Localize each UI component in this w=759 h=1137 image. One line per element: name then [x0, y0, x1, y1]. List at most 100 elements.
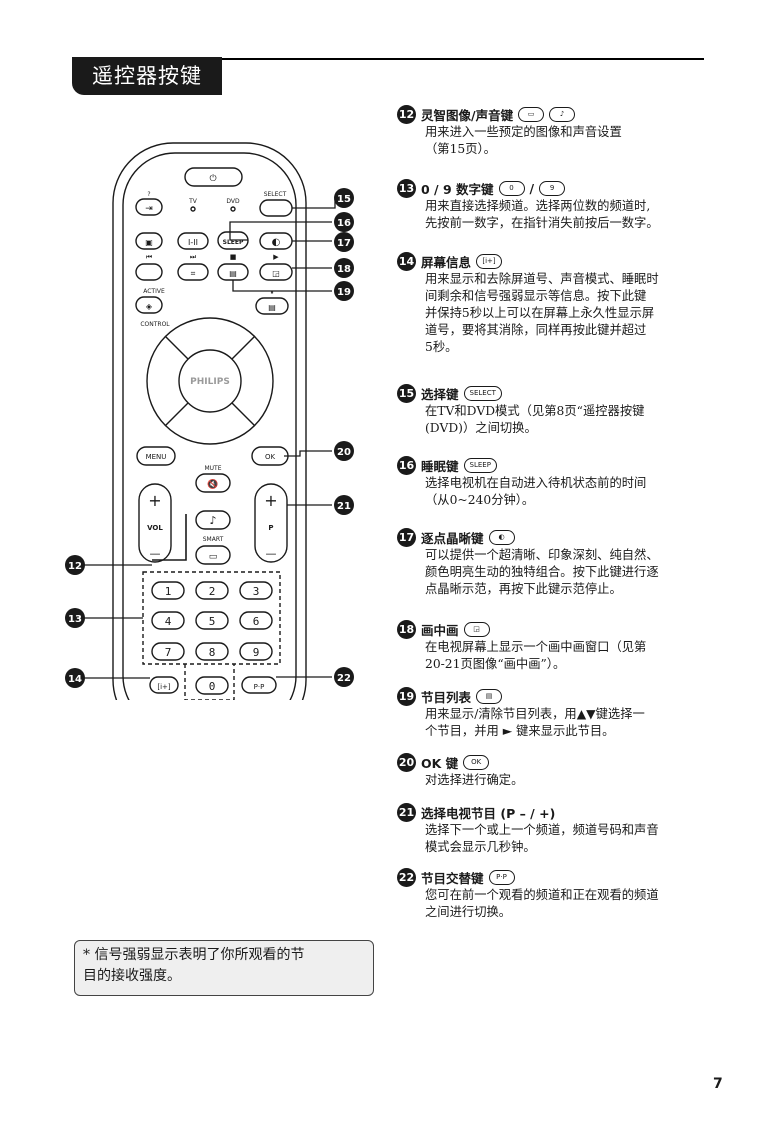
picture-key-icon: ▭	[518, 106, 545, 122]
callout-12: 12	[68, 561, 82, 572]
active-control-button	[135, 296, 163, 314]
digit-9-key-icon: 9	[539, 180, 566, 196]
p-label: P	[268, 524, 273, 532]
item-title: 画中画	[421, 622, 459, 638]
digit-4-button	[151, 611, 185, 630]
digit-0-key-icon: 0	[498, 180, 525, 196]
item-title: 灵智图像/声音键	[421, 107, 514, 123]
menu-button	[136, 446, 176, 466]
select-label: SELECT	[264, 191, 287, 198]
dvd-led	[230, 206, 236, 212]
remote-illustration: 1 2 3 4 5 6 7 8 9 0 ? TV DVD SELECT SLEE…	[65, 142, 354, 700]
pixel-plus-icon: ◐	[272, 237, 281, 248]
callout-22: 22	[337, 673, 351, 684]
select-key-icon: SELECT	[463, 385, 502, 401]
pause-icon: ⏸	[270, 288, 274, 296]
info-button	[149, 676, 179, 694]
rewind-icon: ⏮	[146, 253, 152, 261]
callout-21: 21	[337, 501, 351, 512]
item-description: 对选择进行确定。	[425, 773, 524, 787]
item-description: 可以提供一个超清晰、印象深刻、纯自然、 颜色明亮生动的独特组合。按下此键进行逐 …	[425, 548, 659, 596]
digit-2-button	[195, 581, 229, 600]
pip-button	[259, 263, 293, 281]
item-description: 用来显示和去除屏道号、声音模式、睡眠时 间剩余和信号强弱显示等信息。按下此键 并…	[425, 272, 659, 354]
pp-key-icon: P·P	[488, 869, 515, 885]
list-key-icon: ▤	[476, 688, 503, 704]
sound-key-icon: ♪	[549, 106, 576, 122]
sleep-label: SLEEP	[223, 239, 244, 246]
stop-icon: ■	[230, 253, 237, 261]
item-title: OK 键	[421, 755, 459, 771]
question-label: ?	[147, 191, 150, 198]
pp-button	[241, 676, 277, 694]
item-description: 您可在前一个观看的频道和正在观看的频道 之间进行切换。	[425, 888, 659, 919]
digit-buttons	[151, 581, 273, 695]
ok-key-icon: OK	[463, 754, 490, 770]
rewind-button	[135, 263, 163, 281]
item-number: 15	[397, 383, 416, 403]
digit-8-button	[195, 642, 229, 661]
brand-logo: PHILIPS	[190, 377, 230, 387]
item-description: 选择电视机在自动进入待机状态前的时间 （从0~240分钟）。	[425, 476, 647, 507]
tv-label: TV	[188, 198, 198, 205]
sleep-key-icon: SLEEP	[463, 457, 497, 473]
p-plus: +	[264, 491, 277, 510]
dpad-center	[178, 349, 242, 413]
dvd-label: DVD	[226, 198, 240, 205]
item-description: 在TV和DVD模式（见第8页“遥控器按键 (DVD)）之间切换。	[425, 404, 645, 435]
digit-6-button	[239, 611, 273, 630]
digit-1-button	[151, 581, 185, 600]
key-separator: /	[529, 180, 535, 196]
digit-5: 5	[209, 615, 216, 628]
item-number: 18	[397, 619, 416, 639]
digit-6: 6	[253, 615, 260, 628]
info-icon: [i+]	[157, 683, 171, 691]
smart-label: SMART	[203, 536, 224, 543]
digit-8: 8	[209, 646, 216, 659]
pixel-plus-key-icon: ◐	[488, 529, 515, 545]
item-description: 用来直接选择频道。选择两位数的频道时, 先按前一数字，在指针消失前按后一数字。	[425, 199, 659, 230]
footnote-text: * 信号强弱显示表明了你所观看的节 目的接收强度。	[83, 947, 305, 984]
p-minus: —	[266, 547, 277, 560]
item-number: 16	[397, 455, 416, 475]
play-icon: ▶	[273, 253, 279, 261]
page-number: 7	[713, 1076, 723, 1092]
pause-button	[255, 297, 289, 315]
page-title: 遥控器按键	[72, 57, 222, 95]
menu-label: MENU	[146, 453, 167, 461]
pip-icon: ◲	[272, 269, 280, 278]
p-rocker	[254, 483, 288, 563]
remote-inner-body	[122, 152, 297, 700]
digit-9: 9	[253, 646, 260, 659]
power-button	[184, 167, 243, 187]
item-number: 22	[397, 867, 416, 887]
mute-icon: 🔇	[207, 478, 218, 490]
power-icon: ⏻	[209, 173, 216, 184]
item-title: 节目交替键	[421, 870, 484, 886]
active-label: ACTIVE	[143, 288, 165, 295]
mute-label: MUTE	[204, 465, 221, 472]
digit-1: 1	[165, 585, 172, 598]
info-key-icon: [i+]	[476, 253, 503, 269]
forward-icon: ⏭	[190, 253, 197, 261]
dpad-ring	[146, 317, 274, 445]
dual-button	[177, 232, 209, 250]
smart-picture-button	[195, 545, 231, 565]
smart-sound-button	[195, 510, 231, 530]
vol-minus: —	[150, 547, 161, 560]
zoom-icon: ⌗	[191, 269, 196, 278]
vol-rocker	[138, 483, 172, 563]
digit-5-button	[195, 611, 229, 630]
active-control-icon: ◈	[146, 302, 153, 311]
picture-icon: ▭	[209, 552, 218, 562]
digit-0-button	[195, 676, 229, 695]
item-description: 选择下一个或上一个频道，频道号码和声音 模式会显示几秒钟。	[425, 823, 659, 854]
item-description: 在电视屏幕上显示一个画中画窗口（见第 20-21页图像“画中画”）。	[425, 640, 647, 671]
digit-9-button	[239, 642, 273, 661]
item-number: 19	[397, 686, 416, 706]
